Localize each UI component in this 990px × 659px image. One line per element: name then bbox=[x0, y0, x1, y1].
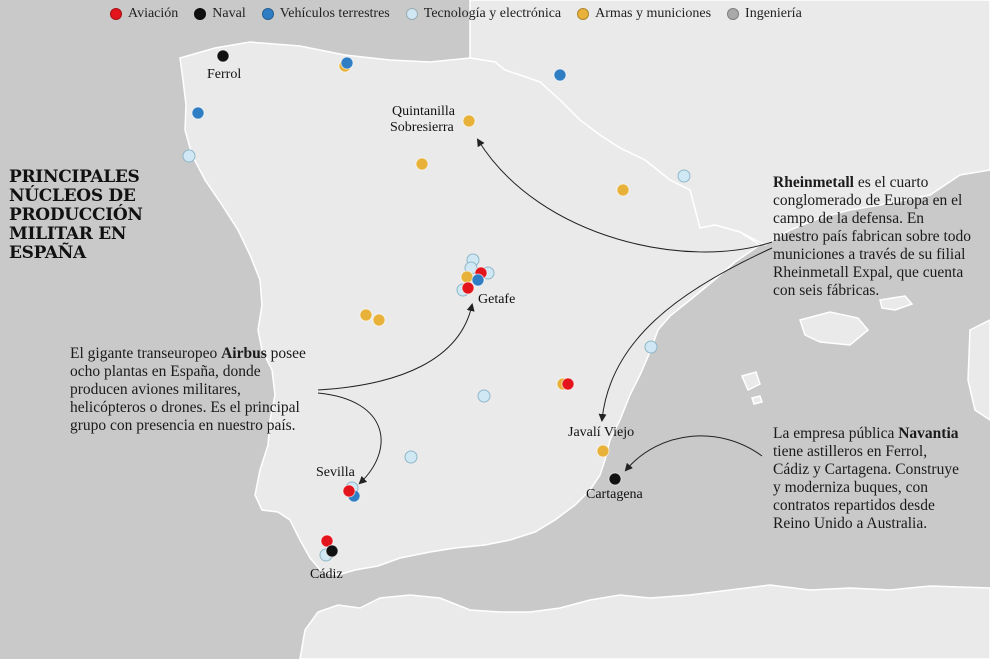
title-line: ESPAÑA bbox=[9, 243, 86, 263]
legend: Aviación Naval Vehículos terrestres Tecn… bbox=[110, 5, 890, 23]
title-line: PRODUCCIÓN bbox=[9, 205, 143, 225]
note-text: El gigante transeuropeo bbox=[70, 345, 222, 362]
land-formentera bbox=[751, 395, 763, 405]
map-point bbox=[415, 157, 429, 171]
legend-dot-icon bbox=[727, 8, 740, 20]
arrows bbox=[317, 138, 773, 485]
city-label-javali: Javalí Viejo bbox=[568, 425, 635, 440]
map-point bbox=[404, 450, 418, 464]
land-africa bbox=[299, 584, 990, 659]
map-point bbox=[342, 484, 356, 498]
note-bold: Airbus bbox=[221, 345, 267, 362]
arrow-rheinmetall-quintanilla bbox=[476, 138, 773, 253]
land-ibiza bbox=[740, 371, 761, 392]
note-rheinmetall: Rheinmetall es el cuarto conglomerado de… bbox=[773, 174, 973, 300]
arrow-airbus-getafe bbox=[317, 303, 475, 391]
note-bold: Navantia bbox=[898, 425, 959, 442]
arrow-airbus-sevilla bbox=[317, 392, 382, 485]
map-point bbox=[372, 313, 386, 327]
title-line: NÚCLEOS DE bbox=[9, 186, 136, 206]
city-label-sobresierra: Sobresierra bbox=[390, 120, 454, 135]
map-point bbox=[325, 544, 339, 558]
legend-item-armas: Armas y municiones bbox=[577, 5, 711, 23]
map-point bbox=[182, 149, 196, 163]
legend-label: Aviación bbox=[128, 6, 179, 21]
map-point bbox=[477, 389, 491, 403]
map-point bbox=[340, 56, 354, 70]
map-point bbox=[644, 340, 658, 354]
note-text: tiene astilleros en Ferrol, Cádiz y Cart… bbox=[773, 443, 959, 532]
map-point bbox=[616, 183, 630, 197]
legend-dot-icon bbox=[261, 8, 274, 20]
city-label-sevilla: Sevilla bbox=[316, 465, 355, 480]
map-point bbox=[460, 270, 474, 284]
map-point bbox=[596, 444, 610, 458]
map-point bbox=[553, 68, 567, 82]
page-title: PRINCIPALES NÚCLEOS DE PRODUCCIÓN MILITA… bbox=[9, 168, 159, 263]
arrow-navantia-cartagena bbox=[624, 435, 763, 472]
map-point bbox=[216, 49, 230, 63]
map-point bbox=[677, 169, 691, 183]
map-point bbox=[608, 472, 622, 486]
title-line: MILITAR EN bbox=[9, 224, 127, 244]
city-label-ferrol: Ferrol bbox=[207, 67, 242, 82]
note-airbus: El gigante transeuropeo Airbus posee och… bbox=[70, 345, 310, 435]
map-point bbox=[471, 273, 485, 287]
map-point bbox=[191, 106, 205, 120]
note-text: es el cuarto conglomerado de Europa en e… bbox=[773, 174, 971, 299]
legend-dot-icon bbox=[405, 8, 418, 20]
note-text: La empresa pública bbox=[773, 425, 899, 442]
map-point bbox=[359, 308, 373, 322]
title-line: PRINCIPALES bbox=[9, 167, 140, 187]
legend-label: Naval bbox=[212, 6, 246, 21]
note-navantia: La empresa pública Navantia tiene astill… bbox=[773, 425, 963, 533]
legend-label: Vehículos terrestres bbox=[279, 6, 390, 21]
legend-label: Armas y municiones bbox=[595, 6, 712, 21]
legend-label: Ingeniería bbox=[745, 6, 802, 21]
note-bold: Rheinmetall bbox=[773, 174, 854, 191]
city-label-quintanilla: Quintanilla bbox=[392, 104, 455, 119]
map-point bbox=[462, 114, 476, 128]
map-point bbox=[461, 281, 475, 295]
land-mallorca bbox=[799, 311, 870, 346]
land-islands-east bbox=[967, 319, 990, 421]
land-menorca bbox=[879, 295, 914, 311]
legend-dot-icon bbox=[194, 8, 207, 20]
legend-label: Tecnología y electrónica bbox=[423, 6, 562, 21]
city-label-cadiz: Cádiz bbox=[310, 567, 343, 582]
legend-item-tecnologia: Tecnología y electrónica bbox=[405, 5, 562, 23]
map-point bbox=[561, 377, 575, 391]
note-text: posee ocho plantas en España, donde prod… bbox=[70, 345, 306, 434]
legend-item-ingenieria: Ingeniería bbox=[727, 5, 802, 23]
legend-item-vehiculos: Vehículos terrestres bbox=[261, 5, 390, 23]
city-label-cartagena: Cartagena bbox=[586, 487, 643, 502]
legend-item-naval: Naval bbox=[194, 5, 246, 23]
legend-dot-icon bbox=[110, 8, 122, 20]
map-points bbox=[182, 49, 691, 562]
legend-item-aviacion: Aviación bbox=[110, 5, 178, 23]
arrow-rheinmetall-javali bbox=[598, 247, 773, 422]
city-label-getafe: Getafe bbox=[478, 292, 516, 307]
legend-dot-icon bbox=[577, 8, 590, 20]
land bbox=[179, 0, 990, 659]
